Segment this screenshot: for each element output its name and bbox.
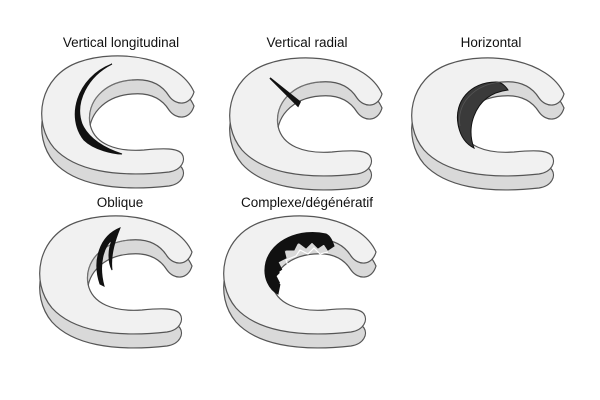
meniscus-horizontal	[412, 58, 564, 190]
meniscus-oblique	[40, 216, 192, 348]
meniscus-complex-degenerative	[224, 216, 376, 348]
meniscus-vertical-radial	[230, 58, 382, 190]
meniscus-vertical-longitudinal	[42, 56, 194, 188]
